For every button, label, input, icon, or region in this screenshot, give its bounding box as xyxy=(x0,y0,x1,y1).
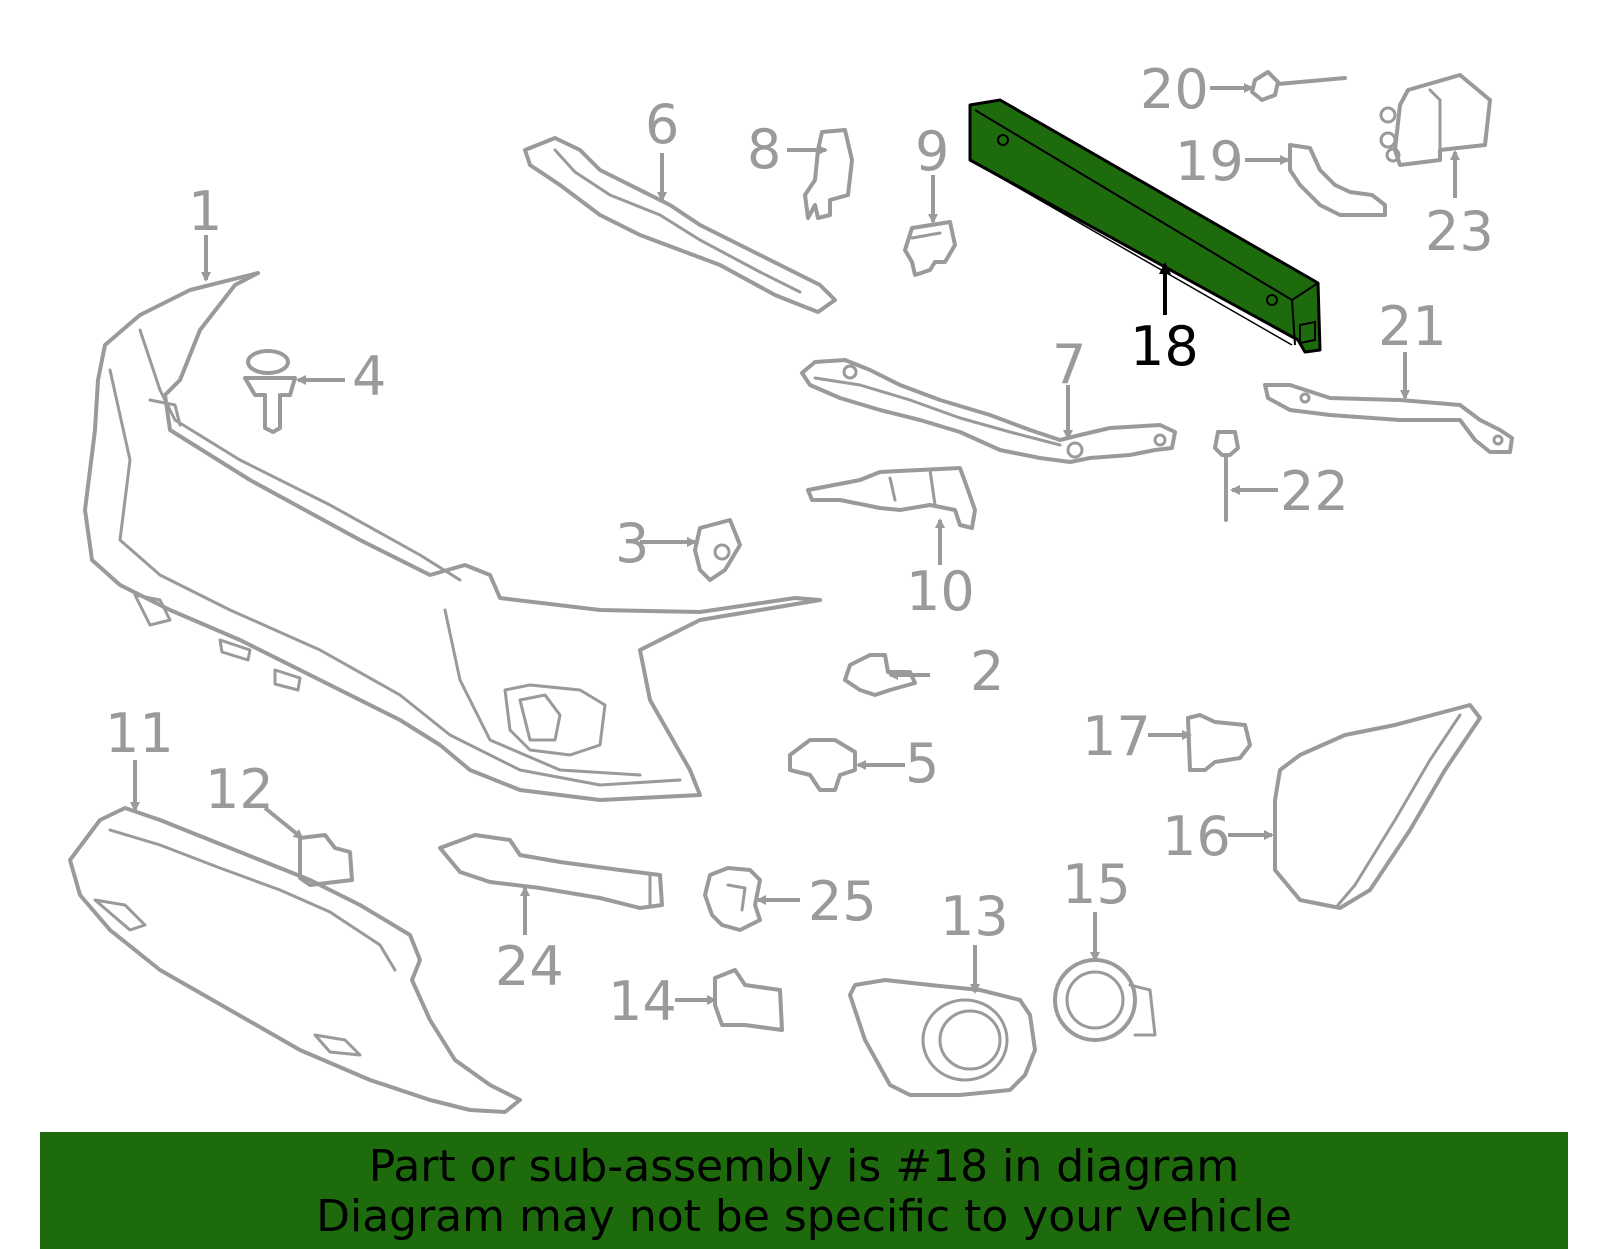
leader-12 xyxy=(263,806,304,840)
callout-14[interactable]: 14 xyxy=(608,970,677,1033)
callout-16[interactable]: 16 xyxy=(1162,805,1231,868)
callout-11[interactable]: 11 xyxy=(105,702,174,765)
part-3-clip[interactable] xyxy=(693,518,742,582)
part-19-bracket[interactable] xyxy=(1288,143,1387,217)
callout-2[interactable]: 2 xyxy=(970,640,1004,703)
callout-5[interactable]: 5 xyxy=(905,732,939,795)
part-12-clip[interactable] xyxy=(298,833,354,887)
banner-line-2: Diagram may not be specific to your vehi… xyxy=(316,1191,1292,1242)
callout-24[interactable]: 24 xyxy=(495,935,564,998)
part-16-side-extension[interactable] xyxy=(1273,703,1482,910)
callout-4[interactable]: 4 xyxy=(352,345,386,408)
callout-15[interactable]: 15 xyxy=(1062,853,1131,916)
callout-23[interactable]: 23 xyxy=(1425,200,1494,263)
part-18-bumper-reinforcement[interactable] xyxy=(968,98,1322,354)
callout-20[interactable]: 20 xyxy=(1140,58,1209,121)
info-banner: Part or sub-assembly is #18 in diagram D… xyxy=(40,1132,1568,1249)
callout-8[interactable]: 8 xyxy=(747,118,781,181)
part-15-fog-lamp[interactable] xyxy=(1053,958,1157,1042)
part-14-clip[interactable] xyxy=(713,968,784,1032)
callout-labels: 1 2 3 4 5 6 7 8 9 10 11 12 13 14 15 16 1… xyxy=(105,58,1494,1033)
callout-22[interactable]: 22 xyxy=(1280,460,1349,523)
part-17-clip[interactable] xyxy=(1186,713,1252,772)
part-21-bracket[interactable] xyxy=(1263,383,1514,454)
callout-6[interactable]: 6 xyxy=(645,93,679,156)
callout-17[interactable]: 17 xyxy=(1082,705,1151,768)
part-4-clip[interactable] xyxy=(243,349,297,434)
part-10-bracket[interactable] xyxy=(806,466,977,530)
callout-25[interactable]: 25 xyxy=(808,870,877,933)
part-6-bracket[interactable] xyxy=(523,136,837,314)
part-13-fog-lamp-bezel[interactable] xyxy=(848,978,1037,1097)
callout-3[interactable]: 3 xyxy=(615,512,649,575)
part-11-lower-grille[interactable] xyxy=(68,806,522,1114)
callout-13[interactable]: 13 xyxy=(940,885,1009,948)
part-8-bracket[interactable] xyxy=(803,128,854,220)
callout-21[interactable]: 21 xyxy=(1378,295,1447,358)
callout-12[interactable]: 12 xyxy=(205,758,274,821)
banner-line-1: Part or sub-assembly is #18 in diagram xyxy=(368,1141,1240,1192)
part-2-clip[interactable] xyxy=(843,653,917,697)
leader-lines xyxy=(130,83,1460,1005)
part-23-bracket[interactable] xyxy=(1379,73,1492,167)
callout-19[interactable]: 19 xyxy=(1175,130,1244,193)
part-20-bolt[interactable] xyxy=(1250,70,1347,102)
part-1-bumper-cover[interactable] xyxy=(83,271,822,802)
part-22-screw[interactable] xyxy=(1213,430,1240,522)
callout-9[interactable]: 9 xyxy=(915,120,949,183)
callout-10[interactable]: 10 xyxy=(906,560,975,623)
callout-18[interactable]: 18 xyxy=(1130,315,1199,378)
part-25-bracket[interactable] xyxy=(703,866,762,932)
part-9-clip[interactable] xyxy=(903,220,957,277)
callout-7[interactable]: 7 xyxy=(1052,333,1086,396)
part-24-molding[interactable] xyxy=(438,833,664,910)
part-5-clip[interactable] xyxy=(788,738,857,792)
callout-1[interactable]: 1 xyxy=(188,180,222,243)
part-7-bracket[interactable] xyxy=(800,358,1177,464)
